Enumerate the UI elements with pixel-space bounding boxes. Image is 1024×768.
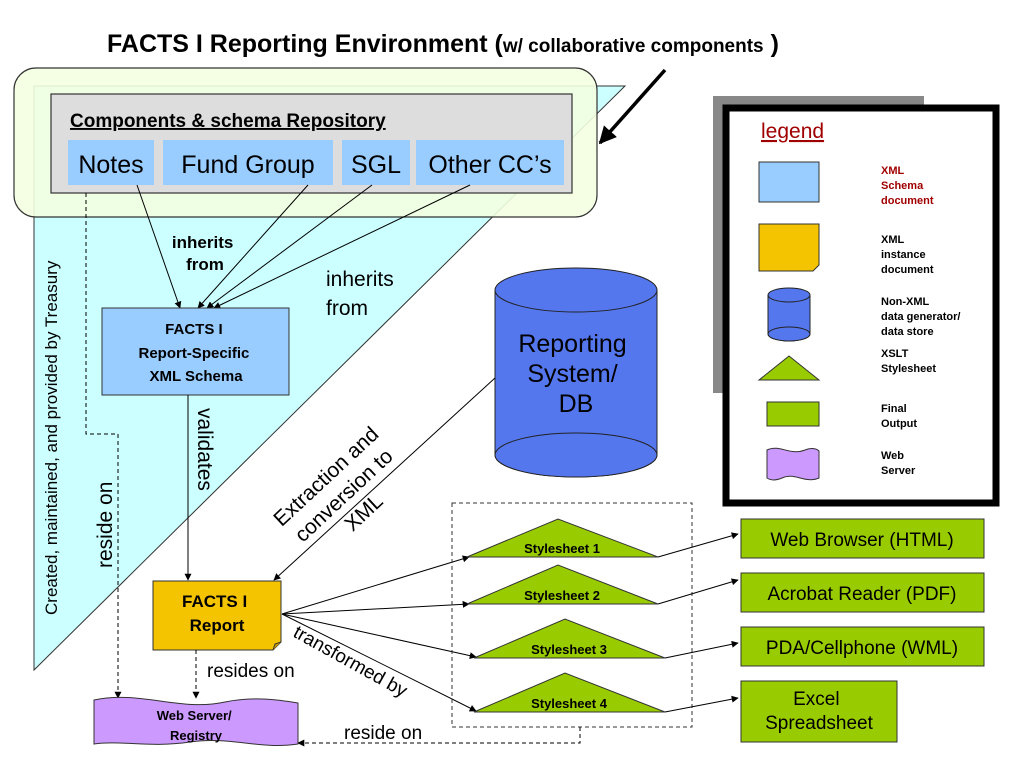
component-other-ccs[interactable]: Other CC’s xyxy=(416,140,564,185)
extraction-label: Extraction and conversion to XML xyxy=(269,419,423,569)
component-fund-group[interactable]: Fund Group xyxy=(163,140,333,185)
transform-arrows xyxy=(281,555,477,712)
repository-heading: Components & schema Repository xyxy=(70,111,386,132)
inherit-arrow-other-ccs xyxy=(213,184,471,309)
output-pda-cellphone[interactable]: PDA/Cellphone (WML) xyxy=(740,626,985,667)
inherits-from-label: inherits from xyxy=(326,268,400,320)
legend-xslt-icon xyxy=(757,355,821,381)
output-excel-spreadsheet[interactable]: Excel Spreadsheet xyxy=(740,680,898,743)
legend: legend XML Schema document XML instance … xyxy=(713,96,1000,507)
inherit-arrow-sgl xyxy=(206,184,373,309)
legend-xml-instance-icon xyxy=(758,223,820,272)
legend-xml-schema-label: XML Schema document xyxy=(881,165,934,207)
treasury-side-label: Created, maintained, and provided by Tre… xyxy=(42,260,61,615)
stylesheet-2[interactable]: Stylesheet 2 xyxy=(466,564,659,605)
component-label: Fund Group xyxy=(181,151,314,179)
stylesheet-label: Stylesheet 1 xyxy=(524,541,600,556)
component-label: SGL xyxy=(351,151,401,179)
svg-text:Extraction and conversio: Extraction and conversion to XML xyxy=(269,419,423,569)
transform-arrow-4 xyxy=(281,613,477,712)
title-main: FACTS I Reporting Environment ( xyxy=(107,30,504,58)
stylesheet-label: Stylesheet 4 xyxy=(531,696,608,711)
title-sub: w/ collaborative components xyxy=(502,36,764,57)
web-server-label: Web Server/ Registry xyxy=(157,708,236,743)
stylesheet-4[interactable]: Stylesheet 4 xyxy=(473,672,666,713)
stylesheet-1[interactable]: Stylesheet 1 xyxy=(466,518,659,558)
legend-final-output-label: Final Output xyxy=(881,403,917,430)
legend-xslt-label: XSLT Stylesheet xyxy=(881,348,936,375)
legend-web-server-label: Web Server xyxy=(881,450,916,477)
report-specific-schema[interactable]: FACTS I Report-Specific XML Schema xyxy=(101,307,290,396)
extraction-arrow xyxy=(273,377,496,581)
stylesheet-label: Stylesheet 2 xyxy=(524,588,600,603)
legend-database-label: Non-XML data generator/ data store xyxy=(881,296,964,338)
legend-final-output-icon xyxy=(766,401,820,427)
report-label: FACTS I Report xyxy=(182,592,252,635)
resides-on-label: resides on xyxy=(207,661,295,682)
inherits-from-bold-label: inherits from xyxy=(172,233,238,274)
output-arrows xyxy=(657,532,739,713)
legend-title: legend xyxy=(761,120,824,143)
reside-on-bottom-label: reside on xyxy=(344,723,422,744)
stylesheet-group xyxy=(451,502,693,728)
stylesheet-3[interactable]: Stylesheet 3 xyxy=(473,618,666,659)
facts-report-document[interactable]: FACTS I Report xyxy=(152,580,282,651)
component-sgl[interactable]: SGL xyxy=(342,140,410,185)
stylesheet-label: Stylesheet 3 xyxy=(531,642,607,657)
output-web-browser[interactable]: Web Browser (HTML) xyxy=(740,518,985,559)
output-label: Acrobat Reader (PDF) xyxy=(767,584,956,605)
component-label: Other CC’s xyxy=(428,151,551,179)
component-label: Notes xyxy=(78,151,143,179)
legend-xml-schema-icon xyxy=(758,161,820,203)
title-close: ) xyxy=(764,30,779,58)
output-label: PDA/Cellphone (WML) xyxy=(766,638,958,659)
inherit-arrows xyxy=(136,184,471,309)
legend-database-icon xyxy=(767,287,811,342)
legend-web-server-icon xyxy=(766,447,820,481)
output-label: Web Browser (HTML) xyxy=(770,530,953,551)
transform-arrow-2 xyxy=(281,600,470,615)
reside-on-vertical-label: reside on xyxy=(94,482,117,568)
output-label: Excel Spreadsheet xyxy=(765,689,873,734)
pointer-arrow xyxy=(598,68,667,145)
reside-on-bottom-arrow xyxy=(297,727,581,747)
db-label: Reporting System/ DB xyxy=(518,330,633,418)
schema-box-label: FACTS I Report-Specific XML Schema xyxy=(138,321,253,385)
transform-arrow-1 xyxy=(281,555,470,615)
inherit-arrow-notes xyxy=(136,184,182,309)
page-title: FACTS I Reporting Environment (w/ collab… xyxy=(107,30,779,58)
transformed-by-label: transformed by xyxy=(290,622,411,702)
inherit-arrow-fund-group xyxy=(197,184,309,309)
validates-label: validates xyxy=(193,408,216,491)
output-acrobat-reader[interactable]: Acrobat Reader (PDF) xyxy=(740,572,985,613)
web-server-registry[interactable]: Web Server/ Registry xyxy=(93,696,299,747)
transform-arrow-3 xyxy=(281,613,477,660)
reside-on-dashed-left xyxy=(85,193,122,699)
reporting-system-db[interactable]: Reporting System/ DB xyxy=(494,267,658,478)
legend-xml-instance-label: XML instance document xyxy=(881,234,934,276)
component-notes[interactable]: Notes xyxy=(68,140,154,185)
